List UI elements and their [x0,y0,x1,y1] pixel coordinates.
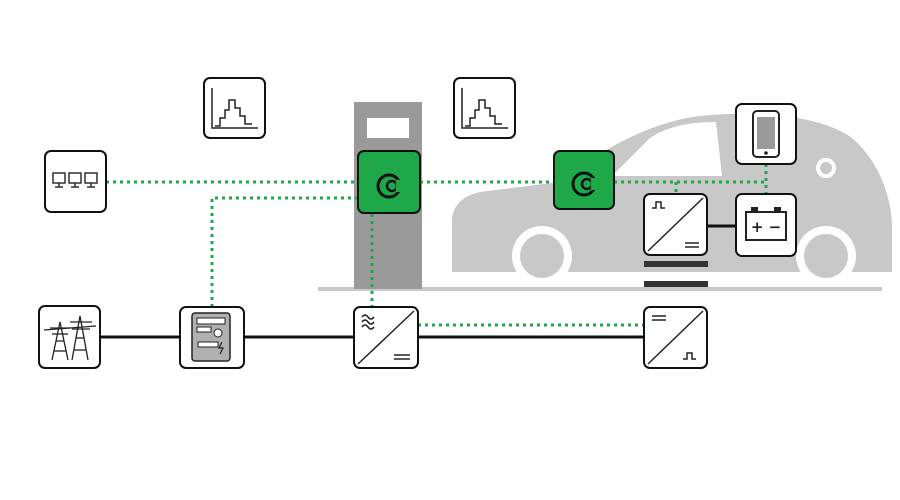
car-front-tire [520,234,564,278]
ac-dc-converter-icon [647,197,704,252]
dc-ac-converter-icon [647,310,704,365]
load-profile-node-1 [203,77,266,139]
power-pylon-icon [43,315,97,361]
battery-node: + − [735,193,797,257]
battery-terminals-label: + − [751,218,781,236]
controller-logo-icon [376,173,404,199]
car-rear-tire [804,234,848,278]
smartphone-icon [752,110,780,158]
car-fuel-cap [816,158,836,178]
meter-node [179,306,245,369]
monitors-node [44,150,107,213]
car-window [612,122,722,176]
charging-pad-bottom [644,281,708,287]
dc-converter-node [643,306,708,369]
load-profile-chart-icon [461,88,508,129]
charging-station-display [367,118,409,138]
grid-inverter-node [353,306,419,369]
ground-line [318,287,882,291]
controller-logo-icon [571,171,599,197]
ac-dc-converter-icon [357,310,415,365]
onboard-converter-node [643,193,708,256]
station-controller-node [357,150,421,214]
load-profile-chart-icon [211,88,258,129]
vehicle-controller-node [553,150,615,210]
data-line-meter-station [210,196,358,307]
smartphone-node [735,103,797,165]
monitors-icon [52,172,98,188]
battery-icon: + − [745,207,787,241]
load-profile-node-2 [453,77,516,139]
pylon-node [38,305,101,369]
power-lines [100,224,736,339]
electricity-meter-icon [191,312,231,362]
charging-pad-top [644,261,708,267]
data-lines [106,164,768,327]
